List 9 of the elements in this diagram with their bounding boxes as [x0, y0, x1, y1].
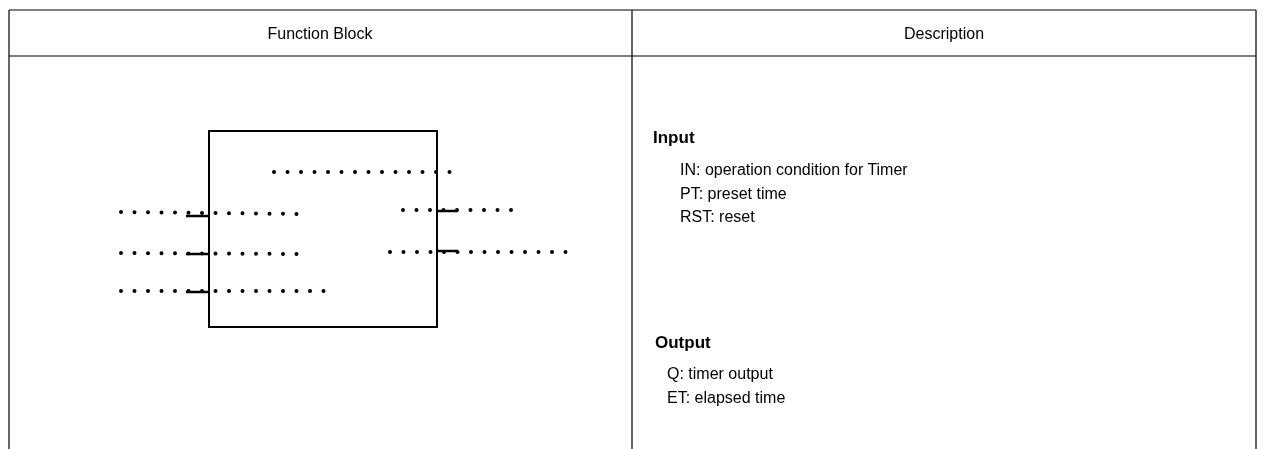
- section-heading: Input: [653, 128, 695, 147]
- description-text: PT: preset time: [680, 184, 787, 203]
- column-header: Description: [904, 24, 985, 43]
- description-text: Q: timer output: [667, 364, 773, 383]
- description-text: IN: operation condition for Timer: [680, 160, 908, 179]
- column-header: Function Block: [267, 24, 373, 43]
- section-heading: Output: [655, 333, 711, 352]
- description-text: ET: elapsed time: [667, 388, 786, 407]
- description-text: RST: reset: [680, 207, 755, 226]
